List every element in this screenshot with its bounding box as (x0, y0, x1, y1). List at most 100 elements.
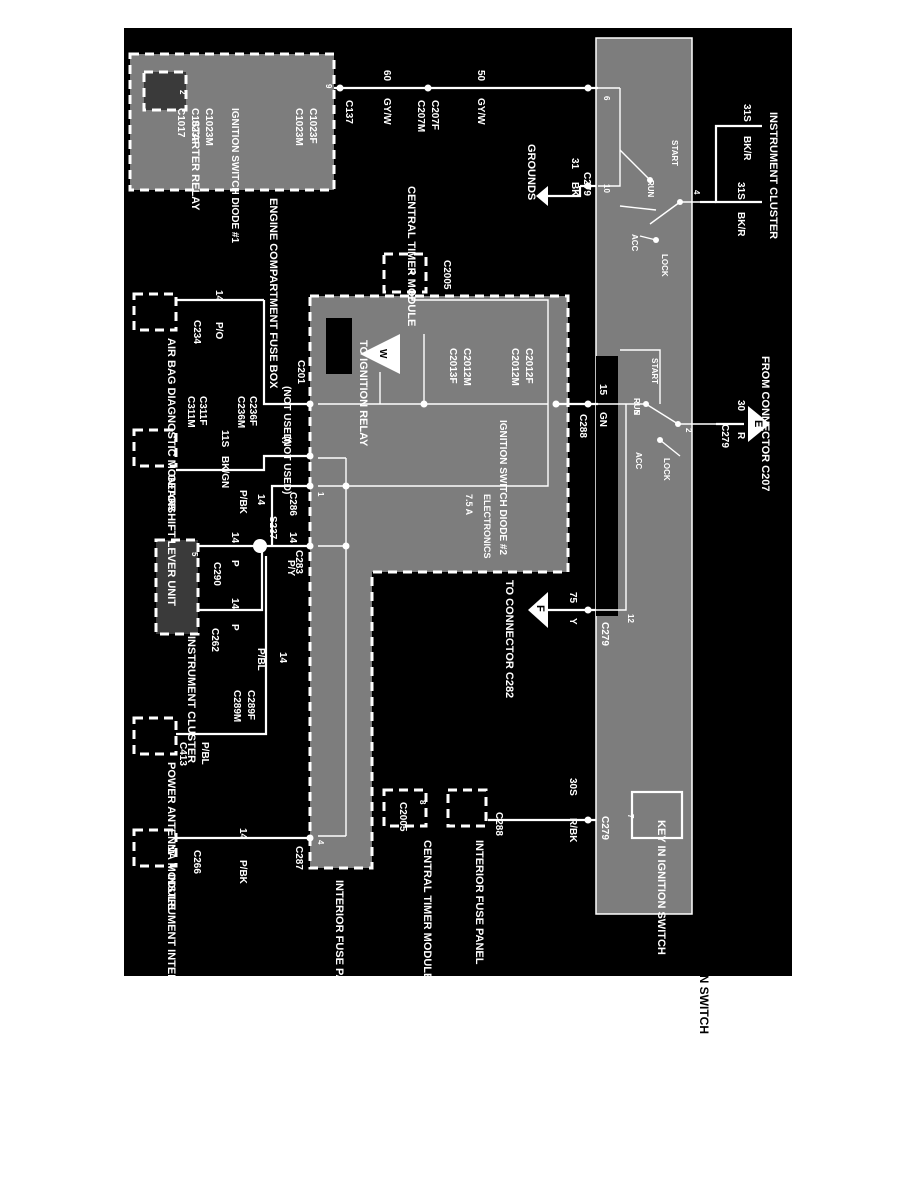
label-marker-w: W (377, 349, 388, 359)
wire-gyw-b: GY/W (381, 98, 392, 125)
wire-14-a: 14 (213, 290, 224, 302)
wire-14-e: 14 (229, 598, 240, 610)
label-to-ignition-relay: TO IGNITION RELAY (357, 340, 369, 447)
junction-dots (253, 84, 683, 842)
wire-50: 50 (475, 70, 486, 82)
diagram-title: IGNITION SWITCH (697, 930, 711, 1034)
conn-c1023m-a: C1023M (293, 108, 304, 146)
wire-pbk-b: P/BK (237, 860, 248, 885)
ignition-switch-band (595, 37, 693, 915)
wire-14-b: 14 (255, 494, 266, 506)
wire-bkr-b: BK/R (735, 212, 746, 237)
wire-bkr-a: BK/R (741, 136, 752, 161)
conn-c1023f-a: C1023F (307, 108, 318, 144)
label-start-2: START (650, 358, 659, 384)
wire-31s-b: 31S (735, 182, 746, 200)
conn-c289m: C289M (231, 690, 242, 722)
label-to-connector: TO CONNECTOR C282 (503, 580, 515, 698)
label-central-timer-module: CENTRAL TIMER MODULE (405, 186, 417, 326)
label-marker-e: E (752, 420, 764, 427)
label-acc-2: ACC (634, 452, 643, 470)
wire-31: 31 (569, 158, 580, 170)
conn-c1023f-b: C1023F (189, 108, 200, 144)
label-from-connector: FROM CONNECTOR C207 (759, 356, 771, 491)
label-key-in-ignition-switch: KEY IN IGNITION SWITCH (655, 820, 667, 955)
conn-c137: C137 (343, 100, 354, 124)
pin-6: 6 (602, 96, 611, 101)
wire-gn: GN (597, 412, 608, 427)
conn-c236m: C236M (235, 396, 246, 428)
label-instrument-interface: INSTRUMENT INTERFACE MODULE (165, 874, 177, 1062)
label-start-1: START (670, 140, 679, 166)
conn-c290: C290 (211, 562, 222, 586)
conn-c2012m-a: C2012M (509, 348, 520, 386)
label-lock-1: LOCK (660, 254, 669, 277)
pin-1: 1 (316, 492, 325, 497)
marker-f-symbol (528, 592, 548, 628)
wire-rbk: R/BK (567, 818, 578, 843)
conn-c1017: C1017 (175, 108, 186, 138)
conn-not-used-b: (NOT USED) (281, 436, 292, 494)
conn-c2012f: C2012F (523, 348, 534, 384)
label-marker-f: F (534, 605, 546, 612)
marker-e-symbol (748, 406, 770, 442)
conn-c2005: C2005 (441, 260, 452, 290)
label-acc-1: ACC (630, 234, 639, 252)
label-diode-1: IGNITION SWITCH DIODE #1 (229, 108, 240, 243)
pin-11: 11 (166, 846, 175, 855)
pin-5-a: 5 (632, 410, 641, 415)
conn-c279-a: C279 (581, 172, 592, 196)
label-instrument-cluster-top: INSTRUMENT CLUSTER (767, 112, 779, 239)
ignition-switch-symbol (630, 790, 684, 840)
conn-c286: C286 (287, 492, 298, 516)
wire-p-b: P (229, 624, 240, 631)
pin-8: 8 (418, 800, 427, 805)
conn-c207f: C207F (429, 100, 440, 130)
marker-w-symbol (360, 334, 400, 374)
label-run-2: RUN (632, 398, 641, 416)
label-run-1: RUN (646, 180, 655, 198)
label-fuse-rating: 7.5 A (464, 494, 474, 516)
wire-30: 30 (735, 400, 746, 412)
label-gearshift-lever: GEARSHIFT LEVER UNIT (165, 474, 177, 606)
wire-bk: BK (569, 182, 580, 197)
pin-9: 9 (324, 84, 333, 89)
conn-c236f: C236F (247, 396, 258, 426)
wire-15: 15 (597, 384, 608, 396)
label-central-timer-module-2: CENTRAL TIMER MODULE (421, 840, 433, 980)
pin-2-b: 2 (684, 428, 693, 433)
wire-pbl-a: P/BL (255, 648, 266, 671)
conn-c201: C201 (295, 360, 306, 384)
wire-p-a: P (229, 560, 240, 567)
wire-pbl-b: P/BL (199, 742, 210, 765)
wire-po: P/O (213, 322, 224, 339)
conn-c207m: C207M (415, 100, 426, 132)
label-grounds: GROUNDS (525, 144, 537, 200)
conn-c2013f: C2013F (447, 348, 458, 384)
conn-c289f: C289F (245, 690, 256, 720)
label-power-antenna: POWER ANTENNA MODULE (165, 762, 177, 910)
pin-12: 12 (626, 614, 635, 623)
wire-r: R (735, 432, 746, 440)
wire-30s: 30S (567, 778, 578, 796)
wire-pbk-a: P/BK (237, 490, 248, 515)
wire-60: 60 (381, 70, 392, 82)
conn-c1023m-b: C1023M (203, 108, 214, 146)
conn-s237: S237 (267, 516, 278, 540)
conn-c279-c: C279 (599, 622, 610, 646)
pin-4-a: 4 (692, 190, 701, 195)
wire-y: Y (567, 618, 578, 625)
pin-10: 10 (602, 184, 611, 193)
conn-c311m: C311M (185, 396, 196, 428)
wire-bkgn: BK/GN (219, 456, 230, 488)
pin-7: 7 (626, 814, 635, 819)
wire-14-g: 14 (237, 828, 248, 840)
label-starter-relay: STARTER RELAY (189, 120, 201, 211)
grounds-arrow (536, 186, 548, 206)
conn-c279-d: C279 (599, 816, 610, 840)
conn-c2012m-b: C2012M (461, 348, 472, 386)
module-boxes (128, 52, 684, 868)
wire-14-c: 14 (287, 532, 298, 544)
label-instrument-cluster: INSTRUMENT CLUSTER (185, 636, 197, 763)
connector-markers (360, 186, 770, 628)
